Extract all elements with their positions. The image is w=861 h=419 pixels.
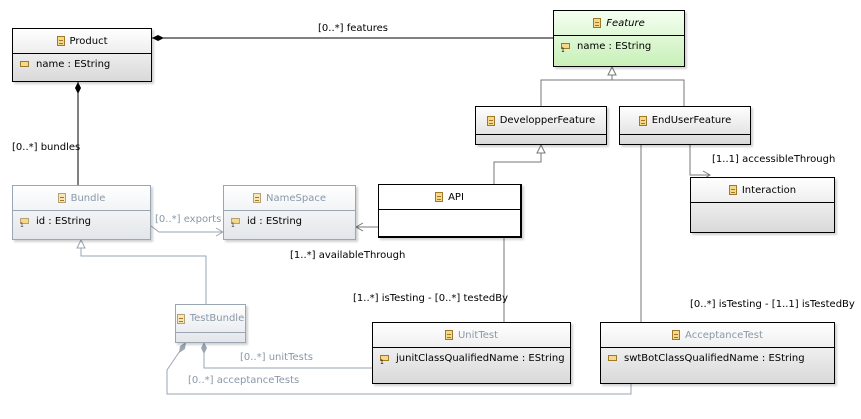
exports-reference[interactable] — [150, 225, 223, 233]
acceptance-tests-composition-diamond — [179, 342, 186, 353]
bundle-class-header: Bundle — [13, 186, 150, 211]
bundle-id-attribute[interactable]: 1 id : EString — [13, 211, 150, 231]
acceptance-test-class[interactable]: AcceptanceTest swtBotClassQualifiedName … — [600, 322, 835, 384]
unit-testing-label: [1..*] isTesting - [0..*] testedBy — [353, 293, 508, 304]
attribute-label: id : EString — [36, 215, 92, 227]
feature-class-header: Feature — [554, 11, 684, 36]
bundle-class[interactable]: Bundle 1 id : EString — [12, 185, 151, 240]
acceptance-test-attribute[interactable]: swtBotClassQualifiedName : EString — [601, 348, 834, 368]
test-bundle-inheritance[interactable] — [80, 240, 207, 304]
acceptance-test-class-header: AcceptanceTest — [601, 323, 834, 348]
eclass-icon — [728, 185, 737, 195]
eclass-icon — [593, 18, 602, 28]
api-class-name: API — [448, 191, 464, 203]
test-bundle-class-header: TestBundle — [176, 305, 245, 333]
namespace-class-header: NameSpace — [224, 186, 355, 211]
available-through-label: [1..*] availableThrough — [290, 250, 406, 261]
exports-label: [0..*] exports — [155, 214, 222, 225]
attribute-icon — [20, 61, 29, 67]
bundles-composition-diamond — [75, 82, 81, 94]
eclass-icon — [672, 330, 681, 340]
acceptance-tests-reference[interactable] — [166, 341, 632, 395]
attribute-icon: 1 — [561, 43, 570, 54]
unit-test-class[interactable]: UnitTest 1 junitClassQualifiedName : EStr… — [372, 322, 571, 384]
api-class[interactable]: API — [378, 184, 522, 238]
unit-tests-label: [0..*] unitTests — [240, 352, 313, 363]
developer-feature-class-header: DevelopperFeature — [476, 107, 606, 135]
interaction-class[interactable]: Interaction — [690, 177, 835, 233]
eclass-icon — [253, 193, 261, 203]
namespace-id-attribute[interactable]: 1 id : EString — [224, 211, 355, 231]
bundle-inheritance-arrowhead — [76, 238, 86, 249]
eclass-icon — [176, 313, 185, 324]
accessible-through-reference[interactable] — [689, 145, 710, 176]
unit-tests-composition-diamond — [201, 342, 207, 354]
developer-feature-class-name: DevelopperFeature — [499, 115, 596, 126]
attribute-label: swtBotClassQualifiedName : EString — [624, 352, 805, 364]
bundle-class-name: Bundle — [70, 192, 106, 204]
acceptance-tests-label: [0..*] acceptanceTests — [188, 375, 300, 386]
interaction-class-name: Interaction — [741, 184, 797, 196]
developer-feature-class[interactable]: DevelopperFeature — [475, 106, 607, 145]
unit-test-class-name: UnitTest — [457, 329, 499, 341]
attribute-icon — [608, 355, 617, 361]
product-name-attribute[interactable]: name : EString — [13, 54, 151, 74]
end-user-feature-class-name: EndUserFeature — [651, 115, 732, 126]
accessible-through-label: [1..1] accessibleThrough — [712, 154, 836, 165]
acceptance-testing-label: [0..*] isTesting - [1..1] isTestedBy — [690, 299, 855, 310]
developer-feature-inheritance[interactable] — [540, 66, 613, 106]
feature-inheritance-arrowhead — [607, 65, 617, 76]
feature-class-name: Feature — [606, 17, 645, 29]
interaction-class-header: Interaction — [691, 178, 834, 203]
eclass-icon — [638, 115, 647, 126]
api-inheritance[interactable] — [493, 145, 542, 184]
attribute-label: junitClassQualifiedName : EString — [396, 352, 565, 364]
eclass-icon — [435, 192, 444, 202]
eclass-icon — [444, 330, 453, 340]
acceptance-test-class-name: AcceptanceTest — [685, 329, 763, 341]
api-class-header: API — [379, 185, 520, 210]
eclass-icon — [486, 115, 495, 126]
features-composition-diamond — [152, 35, 164, 41]
unit-test-class-header: UnitTest — [373, 323, 570, 348]
attribute-label: id : EString — [247, 215, 303, 227]
available-through-arrowhead — [354, 222, 364, 232]
attribute-icon: 1 — [20, 218, 29, 229]
attribute-label: name : EString — [36, 58, 111, 70]
test-bundle-class[interactable]: TestBundle — [175, 304, 246, 343]
namespace-class-name: NameSpace — [266, 192, 326, 204]
unit-test-attribute[interactable]: 1 junitClassQualifiedName : EString — [373, 348, 570, 368]
eclass-icon — [57, 193, 66, 203]
features-label: [0..*] features — [318, 23, 389, 34]
attribute-label: name : EString — [577, 40, 652, 52]
end-user-feature-class-header: EndUserFeature — [620, 107, 750, 135]
test-bundle-class-name: TestBundle — [189, 313, 245, 324]
api-inheritance-arrowhead — [536, 143, 546, 154]
product-class-header: Product — [13, 29, 151, 54]
attribute-icon: 1 — [231, 218, 240, 229]
bundles-label: [0..*] bundles — [12, 142, 81, 153]
end-user-feature-class[interactable]: EndUserFeature — [619, 106, 751, 145]
product-class[interactable]: Product name : EString — [12, 28, 152, 82]
feature-name-attribute[interactable]: 1 name : EString — [554, 36, 684, 56]
end-user-feature-inheritance[interactable] — [612, 79, 685, 106]
attribute-icon: 1 — [380, 355, 389, 366]
namespace-class[interactable]: NameSpace 1 id : EString — [223, 185, 356, 240]
product-class-name: Product — [69, 35, 108, 47]
eclass-icon — [56, 36, 65, 46]
feature-class[interactable]: Feature 1 name : EString — [553, 10, 685, 67]
